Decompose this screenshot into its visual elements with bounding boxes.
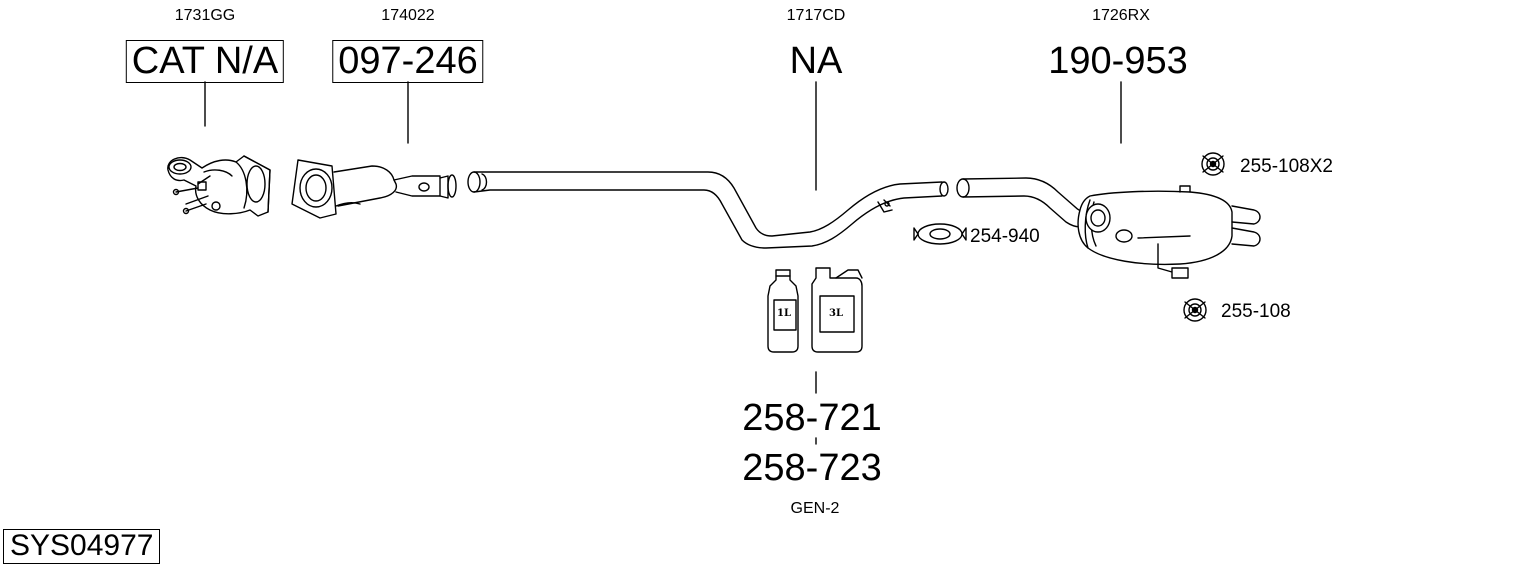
bottle-1l-label: 1L (777, 308, 791, 319)
accessory-clamp-label: 254-940 (970, 226, 1040, 247)
oem-code-2: 174022 (381, 7, 435, 24)
part-number-2: 097-246 (332, 40, 484, 83)
part-number-1: CAT N/A (125, 40, 285, 83)
part-number-3: NA (789, 40, 843, 82)
rear-silencer-drawing (956, 177, 1261, 279)
oem-code-3: 1717CD (786, 7, 846, 24)
catalytic-converter-drawing (167, 155, 271, 217)
accessory-rubber-mount-label: 255-108 (1221, 301, 1291, 322)
clamp-drawing (913, 223, 967, 245)
fluid-generation-label: GEN-2 (790, 500, 840, 517)
front-pipe-drawing (291, 159, 457, 219)
part-number-4: 190-953 (1048, 40, 1188, 82)
oem-code-1: 1731GG (174, 7, 236, 24)
fluid-part-number-1: 258-721 (742, 397, 882, 439)
leader-lines (204, 81, 1122, 445)
bottle-3l-label: 3L (829, 308, 843, 319)
rubber-mount-pair-drawing (1201, 152, 1225, 176)
bottle-3l-drawing (811, 267, 863, 353)
accessory-rubber-mount-pair-label: 255-108X2 (1240, 156, 1333, 177)
middle-pipe-drawing (467, 171, 949, 249)
bottle-1l-drawing (767, 269, 799, 353)
system-id: SYS04977 (3, 529, 161, 564)
rubber-mount-drawing (1183, 298, 1207, 322)
fluid-part-number-2: 258-723 (742, 447, 882, 489)
oem-code-4: 1726RX (1092, 7, 1150, 24)
